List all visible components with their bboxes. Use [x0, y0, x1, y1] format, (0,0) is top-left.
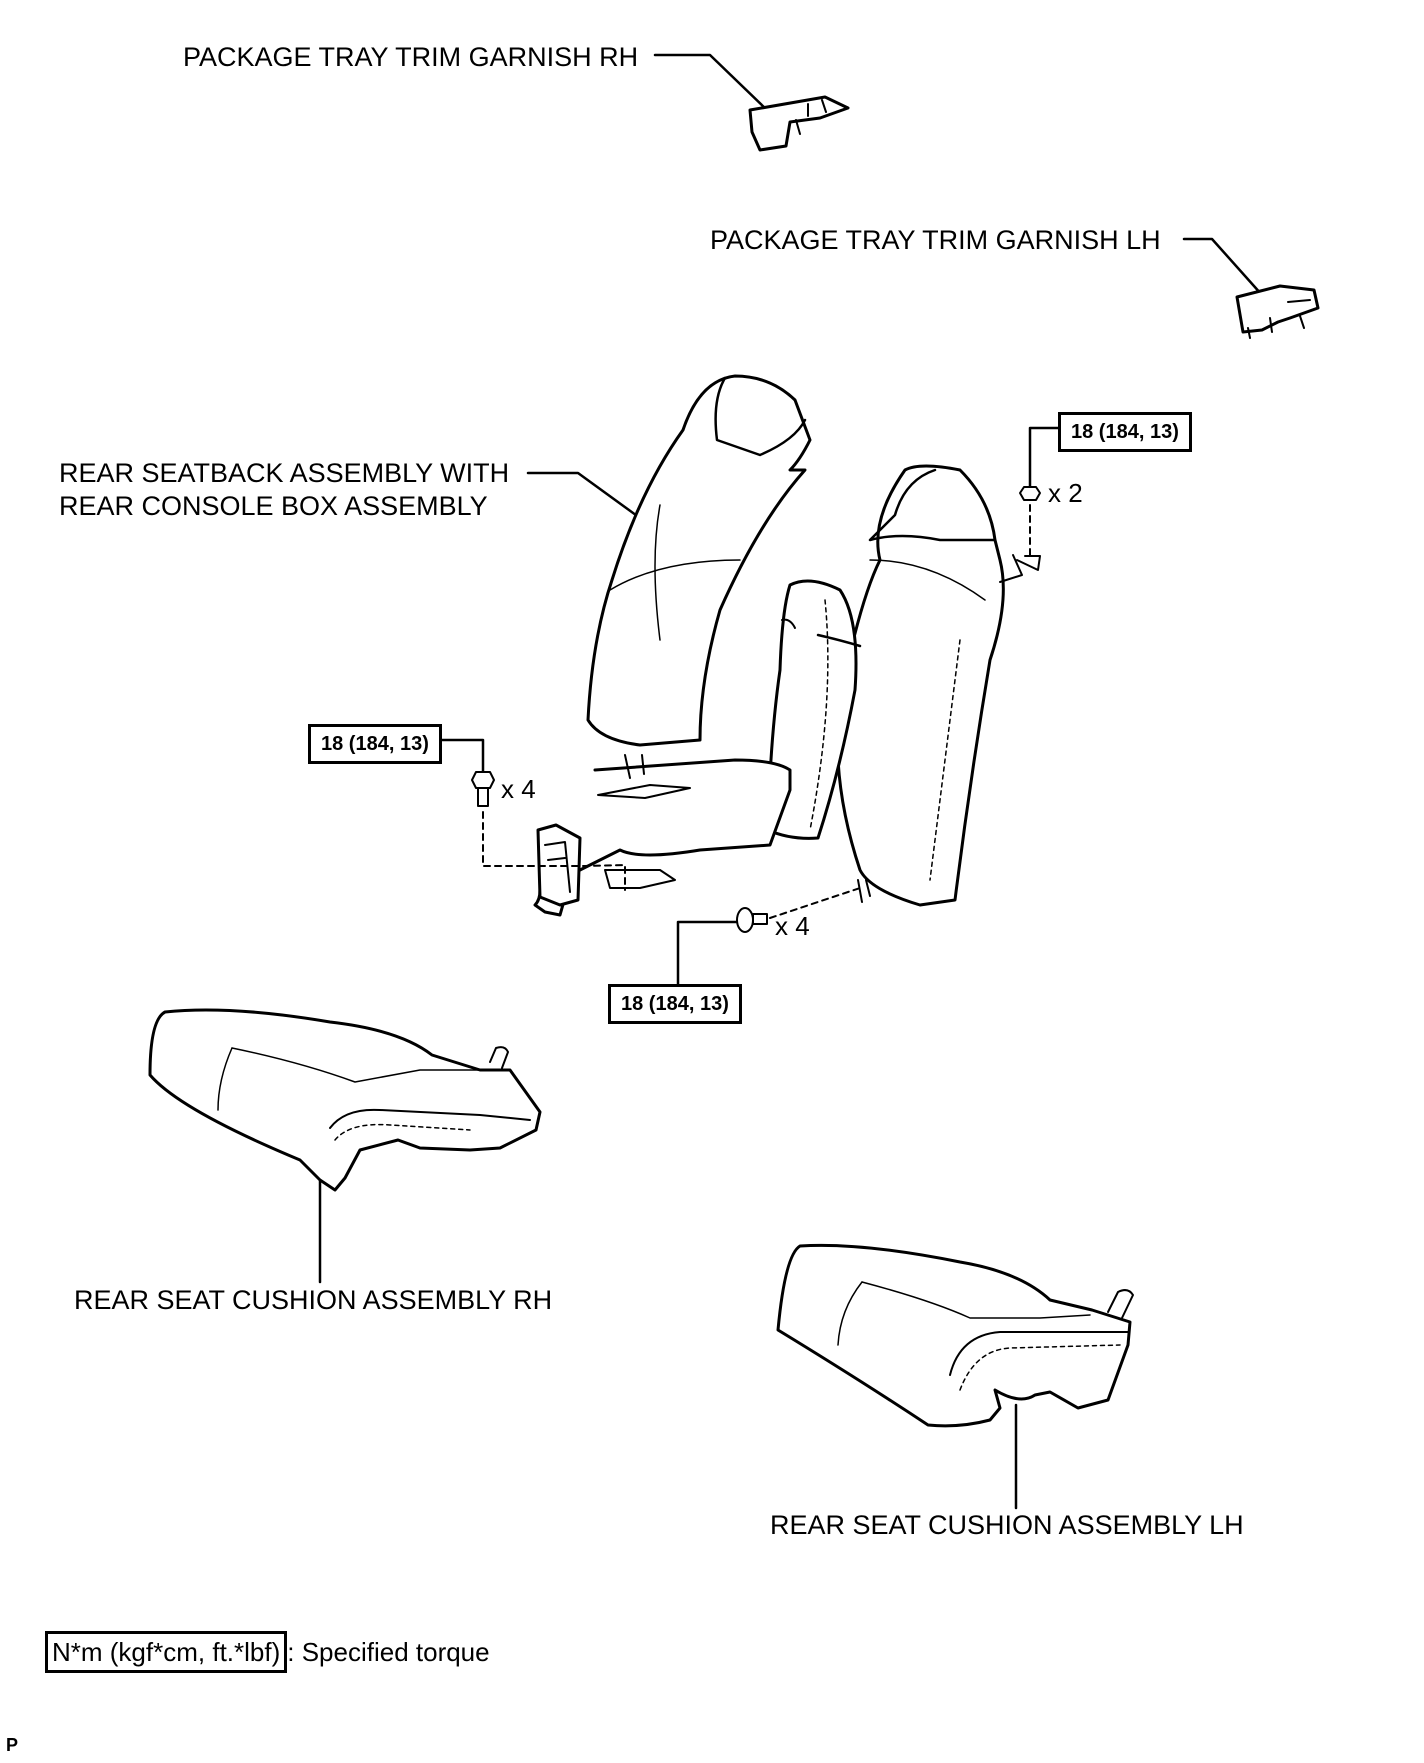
torque-spec-lower: 18 (184, 13) — [608, 984, 742, 1024]
legend-unit-box: N*m (kgf*cm, ft.*lbf) — [45, 1631, 288, 1673]
corner-mark: P — [6, 1735, 19, 1755]
seatback-leader — [526, 471, 664, 536]
label-garnish-rh: PACKAGE TRAY TRIM GARNISH RH — [183, 42, 639, 72]
label-cushion-lh: REAR SEAT CUSHION ASSEMBLY LH — [770, 1510, 1244, 1540]
torque-spec-left: 18 (184, 13) — [308, 724, 442, 764]
quantity-left: x 4 — [501, 774, 536, 804]
cushion-lh-part — [776, 1243, 1134, 1510]
cushion-rh-part — [148, 1008, 542, 1284]
label-seatback-line2: REAR CONSOLE BOX ASSEMBLY — [59, 491, 488, 521]
torque-legend: N*m (kgf*cm, ft.*lbf): Specified torque — [45, 1631, 490, 1673]
label-seatback-line1: REAR SEATBACK ASSEMBLY WITH — [59, 458, 510, 488]
upper-right-fastener — [1019, 426, 1060, 561]
lower-fastener — [676, 887, 861, 987]
label-cushion-rh: REAR SEAT CUSHION ASSEMBLY RH — [74, 1285, 553, 1315]
left-fastener — [438, 738, 626, 891]
quantity-upper-right: x 2 — [1048, 478, 1083, 508]
label-garnish-lh: PACKAGE TRAY TRIM GARNISH LH — [710, 225, 1161, 255]
legend-description: : Specified torque — [287, 1637, 490, 1667]
quantity-lower: x 4 — [775, 911, 810, 941]
garnish-rh-part — [653, 53, 850, 152]
torque-spec-upper-right: 18 (184, 13) — [1058, 412, 1192, 452]
rear-seatback-part — [533, 374, 1041, 917]
garnish-lh-part — [1182, 237, 1320, 339]
